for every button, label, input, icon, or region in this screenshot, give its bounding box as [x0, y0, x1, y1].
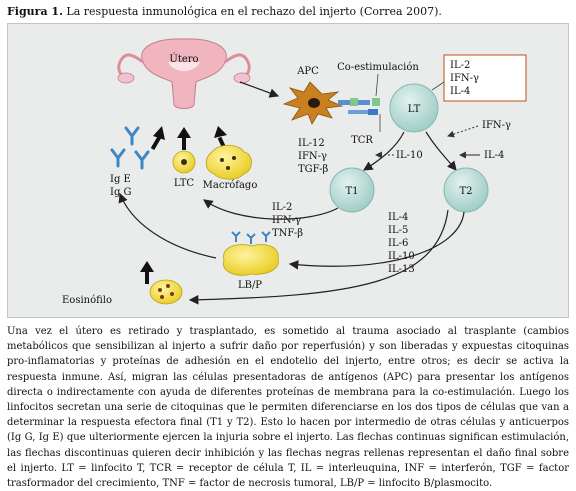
coestimulacion-label: Co-estimulación [337, 62, 419, 73]
lt-label: LT [408, 104, 421, 115]
immune-response-diagram: Útero APC Co-estimulación TCR LT IL-2 IF [62, 38, 527, 306]
il10-inhibit-label: IL-10 [396, 150, 423, 161]
t1-cytokine-3: TNF-β [272, 228, 303, 239]
figure-caption: Figura 1. La respuesta inmunológica en e… [7, 5, 569, 19]
costim-pointer [375, 73, 379, 97]
t2-label: T2 [459, 186, 472, 197]
t2-cytokine-5: IL-13 [388, 264, 415, 275]
ifn-gamma-right-label: IFN-γ [482, 120, 511, 131]
eosinofilo-cell-icon [149, 279, 183, 305]
macrofago-label: Macrófago [203, 180, 258, 191]
apc-cytokine-2: IFN-γ [298, 151, 327, 162]
damage-arrow-eosinofilo [140, 261, 154, 284]
apc-cell-icon [282, 81, 344, 125]
lt-cell-icon [389, 83, 439, 133]
ig-e-label: Ig E [110, 174, 131, 185]
macrofago-cell-icon [205, 144, 252, 180]
arrow-t1-ltc [203, 199, 339, 220]
figure-number: Figura 1. [7, 5, 63, 18]
figure-title: La respuesta inmunológica en el rechazo … [62, 5, 442, 18]
utero-label: Útero [169, 53, 198, 65]
arrow-t2-eosinofilo [188, 209, 449, 305]
damage-arrow-ltc [177, 127, 191, 150]
apc-label: APC [296, 66, 319, 77]
box-cytokine-1: IL-2 [450, 60, 470, 71]
box-cytokine-2: IFN-γ [450, 73, 479, 84]
box-cytokine-3: IL-4 [450, 86, 470, 97]
tcr-label: TCR [351, 135, 373, 146]
t1-cell-icon [329, 167, 375, 213]
arrow-lt-t2 [425, 131, 457, 171]
il4-right-label: IL-4 [484, 150, 504, 161]
t2-cytokine-2: IL-5 [388, 225, 408, 236]
arrow-uterus-apc [239, 81, 280, 98]
box-pointer [431, 81, 445, 91]
arrow-t2-lbp [288, 211, 465, 270]
t1-label: T1 [345, 186, 358, 197]
uterus-icon [117, 38, 251, 109]
t1-cytokine-2: IFN-γ [272, 215, 301, 226]
damage-arrow-ig [150, 126, 165, 151]
arrow-lbp-ig [118, 192, 217, 259]
figure-legend: Una vez el útero es retirado y trasplant… [7, 326, 569, 490]
antibody-icon [110, 126, 150, 170]
t1-cytokine-1: IL-2 [272, 202, 292, 213]
costimulation-molecules-icon [338, 98, 380, 115]
arrow-lt-t1 [362, 131, 405, 171]
t2-cytokine-1: IL-4 [388, 212, 408, 223]
t2-cytokine-4: IL-10 [388, 251, 415, 262]
eosinofilo-label: Eosinófilo [62, 295, 112, 306]
cytokine-box [443, 54, 527, 102]
lbp-label: LB/P [238, 280, 262, 291]
diagram-panel: Útero APC Co-estimulación TCR LT IL-2 IF [7, 23, 569, 318]
ig-g-label: Ig G [110, 187, 132, 198]
ifn-inhibit-arrow [447, 125, 479, 138]
t2-cytokine-3: IL-6 [388, 238, 408, 249]
apc-cytokine-3: TGF-β [298, 164, 329, 175]
lbp-cell-icon [223, 231, 279, 276]
t2-cell-icon [443, 167, 489, 213]
apc-cytokine-1: IL-12 [298, 138, 325, 149]
ltc-label: LTC [174, 178, 194, 189]
